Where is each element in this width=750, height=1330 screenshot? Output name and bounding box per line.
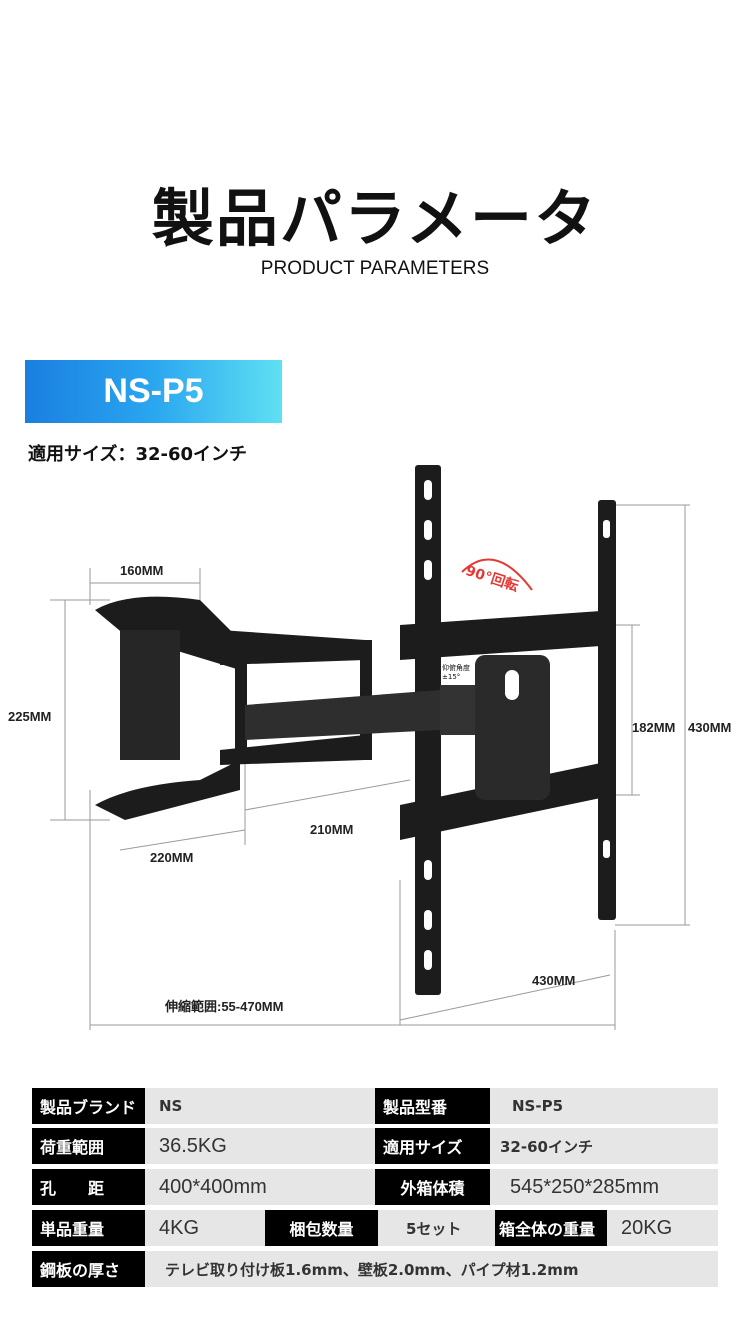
tilt-label-text: 仰俯角度 bbox=[442, 664, 470, 672]
spec-label: 荷重範囲 bbox=[32, 1128, 145, 1164]
dim-plate-width: 430MM bbox=[532, 973, 576, 988]
spec-label: 適用サイズ bbox=[375, 1128, 490, 1164]
dim-arm2: 210MM bbox=[310, 822, 354, 837]
rotation-arrow-icon bbox=[461, 558, 533, 591]
spec-value: 36.5KG bbox=[145, 1128, 375, 1164]
mount-body bbox=[95, 465, 616, 995]
page-subtitle: PRODUCT PARAMETERS bbox=[260, 258, 490, 279]
dim-arm-height: 225MM bbox=[8, 709, 52, 724]
spec-label: 製品ブランド bbox=[32, 1088, 145, 1124]
dim-arm1: 220MM bbox=[150, 850, 194, 865]
spec-label: 梱包数量 bbox=[265, 1210, 378, 1246]
spec-label: 箱全体の重量 bbox=[495, 1210, 607, 1246]
spec-value: NS bbox=[145, 1088, 375, 1124]
spec-value: 400*400mm bbox=[145, 1169, 375, 1205]
spec-label: 単品重量 bbox=[32, 1210, 145, 1246]
dimension-lines bbox=[50, 504, 690, 1030]
dim-plate-inner: 182MM bbox=[632, 720, 676, 735]
spec-value: NS-P5 bbox=[490, 1088, 718, 1124]
spec-value: 545*250*285mm bbox=[490, 1169, 718, 1205]
tilt-label: 仰俯角度±15° bbox=[442, 664, 470, 682]
page-title: 製品パラメータ bbox=[151, 182, 599, 255]
spec-value: テレビ取り付け板1.6mm、壁板2.0mm、パイプ材1.2mm bbox=[145, 1251, 718, 1287]
model-badge: NS-P5 bbox=[25, 360, 282, 423]
dim-arm-width: 160MM bbox=[120, 563, 164, 578]
spec-label: 製品型番 bbox=[375, 1088, 490, 1124]
spec-value: 20KG bbox=[607, 1210, 718, 1246]
dim-plate-height: 430MM bbox=[688, 720, 732, 735]
spec-value: 4KG bbox=[145, 1210, 265, 1246]
size-line: 適用サイズ：32-60インチ bbox=[28, 444, 248, 465]
spec-label: 鋼板の厚さ bbox=[32, 1251, 145, 1287]
slot-holes bbox=[424, 480, 610, 970]
tv-mount-diagram bbox=[50, 465, 690, 1030]
spec-value: 5セット bbox=[378, 1210, 495, 1246]
tilt-value: ±15° bbox=[442, 673, 461, 681]
dim-extension: 伸縮範囲:55-470MM bbox=[165, 999, 284, 1014]
spec-label: 外箱体積 bbox=[375, 1169, 490, 1205]
spec-label: 孔 距 bbox=[32, 1169, 145, 1205]
spec-value: 32-60インチ bbox=[490, 1128, 718, 1164]
